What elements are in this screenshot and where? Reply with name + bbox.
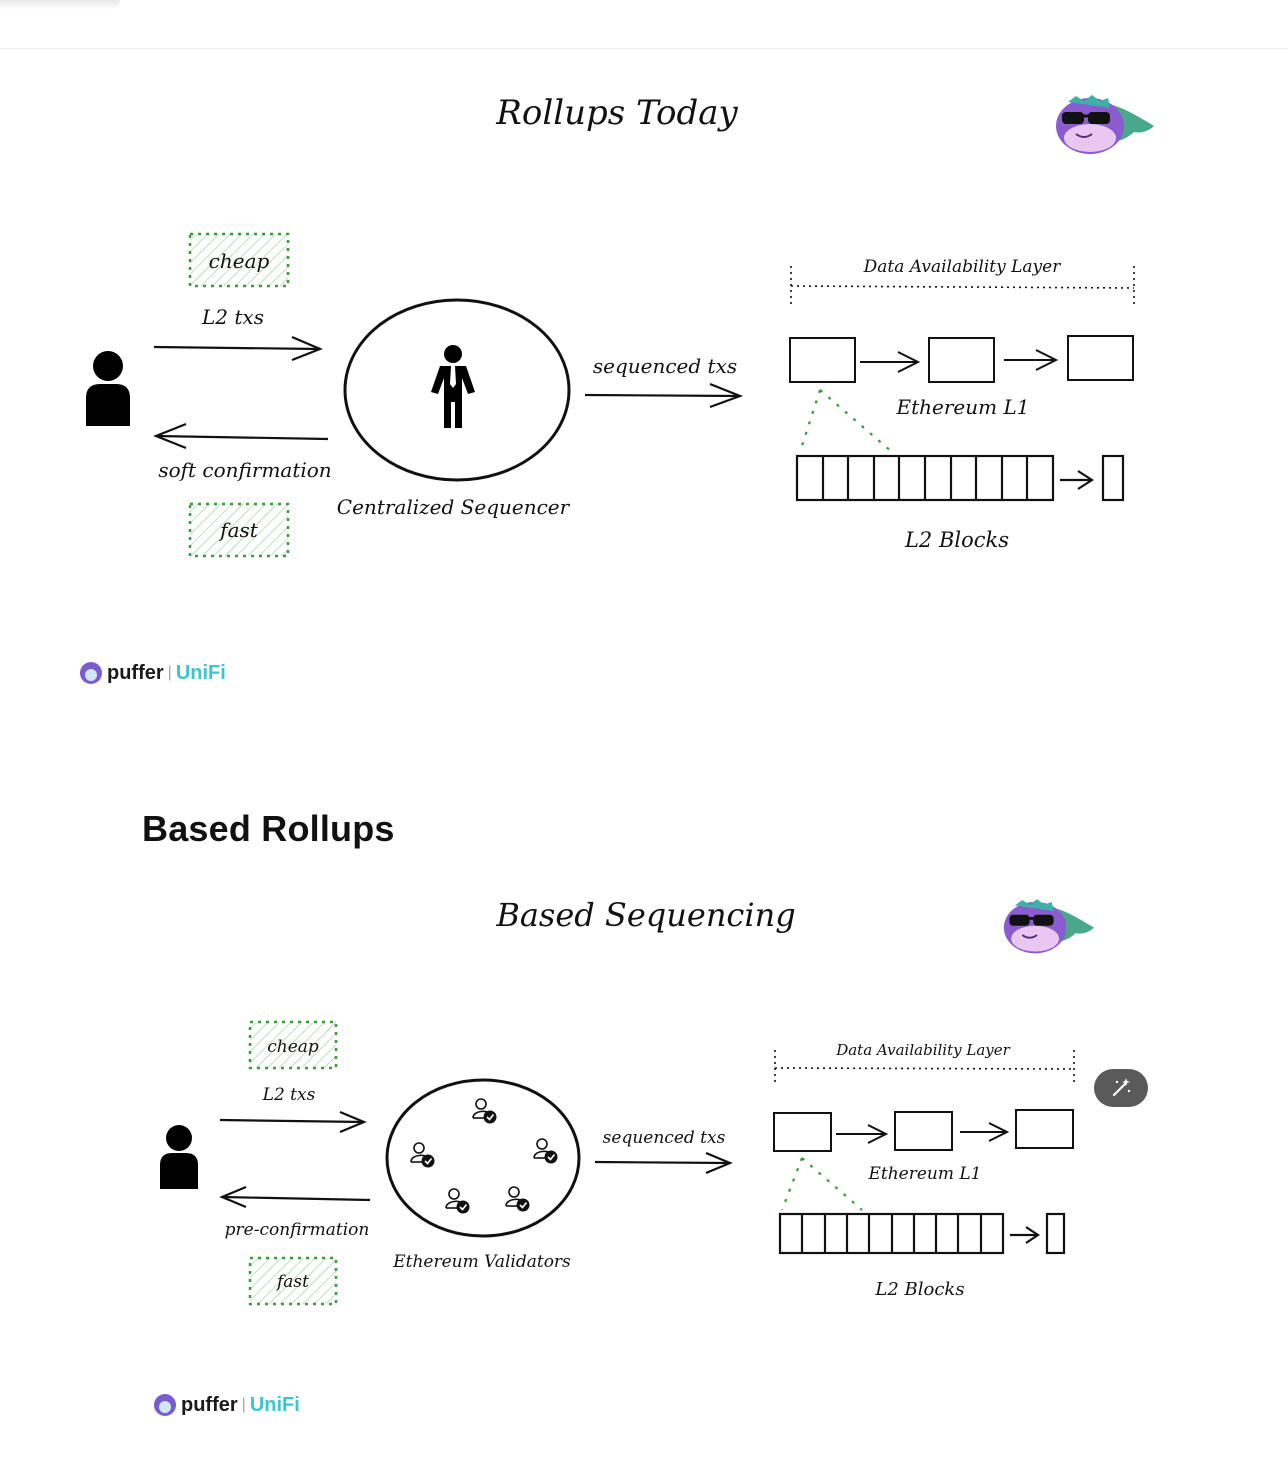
user-icon <box>86 351 130 426</box>
sequenced-txs-label: sequenced txs <box>593 354 737 378</box>
section-heading: Based Rollups <box>142 808 395 849</box>
puffer-logo-icon <box>80 662 102 684</box>
cheap-label: cheap <box>267 1037 319 1057</box>
ethereum-l1-label: Ethereum L1 <box>896 395 1030 419</box>
puffer-unifi-logo: puffer | UniFi <box>153 1393 300 1417</box>
soft-confirmation-arrow <box>153 422 329 450</box>
soft-confirmation-label: soft confirmation <box>158 458 331 482</box>
l2-txs-arrow <box>219 1110 367 1134</box>
logo-brand: puffer <box>181 1393 238 1416</box>
logo-product: UniFi <box>249 1393 300 1416</box>
magic-wand-icon <box>1112 1078 1131 1097</box>
l1-to-l2-dotted-link <box>798 389 893 453</box>
l2-txs-arrow <box>153 335 323 362</box>
l2-blocks-chain <box>795 454 1125 502</box>
fast-badge: fast <box>248 1256 338 1306</box>
validator-icon <box>533 1138 559 1165</box>
logo-separator: | <box>241 1396 246 1413</box>
da-layer-bracket <box>790 266 1135 306</box>
top-divider <box>0 48 1288 49</box>
mascot-icon <box>1054 93 1156 156</box>
cheap-label: cheap <box>209 249 270 273</box>
pre-confirmation-label: pre-confirmation <box>225 1220 370 1240</box>
da-layer-label: Data Availability Layer <box>835 1041 1010 1059</box>
puffer-unifi-logo: puffer | UniFi <box>79 661 226 685</box>
fast-label: fast <box>218 518 259 542</box>
top-edge-shadow <box>0 0 120 10</box>
pre-confirmation-arrow <box>219 1185 371 1209</box>
cheap-badge: cheap <box>188 232 290 288</box>
sequencer-person-icon <box>431 345 475 428</box>
l2-blocks-label: L2 Blocks <box>904 528 1009 552</box>
l2-txs-label: L2 txs <box>262 1085 316 1105</box>
magic-wand-button[interactable] <box>1094 1069 1148 1107</box>
user-icon <box>160 1125 198 1189</box>
validators-circle <box>385 1078 581 1238</box>
validator-icon <box>472 1098 498 1125</box>
sequenced-txs-arrow <box>594 1151 733 1175</box>
l1-to-l2-dotted-link <box>780 1157 863 1211</box>
mascot-icon <box>1002 897 1096 955</box>
fast-label: fast <box>275 1272 309 1292</box>
l2-txs-label: L2 txs <box>201 305 264 329</box>
validators-label: Ethereum Validators <box>392 1252 571 1272</box>
diagram2-title: Based Sequencing <box>495 896 795 934</box>
validator-icon <box>445 1188 471 1215</box>
sequencer-label: Centralized Sequencer <box>337 495 571 519</box>
l2-blocks-chain <box>778 1212 1066 1255</box>
sequenced-txs-arrow <box>584 382 744 409</box>
da-layer-bracket <box>774 1050 1075 1086</box>
l2-blocks-label: L2 Blocks <box>874 1279 964 1300</box>
ethereum-l1-label: Ethereum L1 <box>867 1164 981 1184</box>
logo-brand: puffer <box>107 661 164 684</box>
diagram1-title: Rollups Today <box>495 93 738 133</box>
da-layer-label: Data Availability Layer <box>863 257 1062 277</box>
ethereum-l1-chain <box>773 1109 1074 1152</box>
cheap-badge: cheap <box>248 1020 338 1070</box>
validator-icon <box>505 1186 531 1213</box>
sequencer-circle <box>343 298 571 482</box>
puffer-logo-icon <box>154 1394 176 1416</box>
sequenced-txs-label: sequenced txs <box>603 1128 726 1148</box>
validator-icon <box>410 1142 436 1169</box>
fast-badge: fast <box>188 502 290 558</box>
ethereum-l1-chain <box>789 335 1134 383</box>
logo-product: UniFi <box>175 661 226 684</box>
logo-separator: | <box>167 664 172 681</box>
